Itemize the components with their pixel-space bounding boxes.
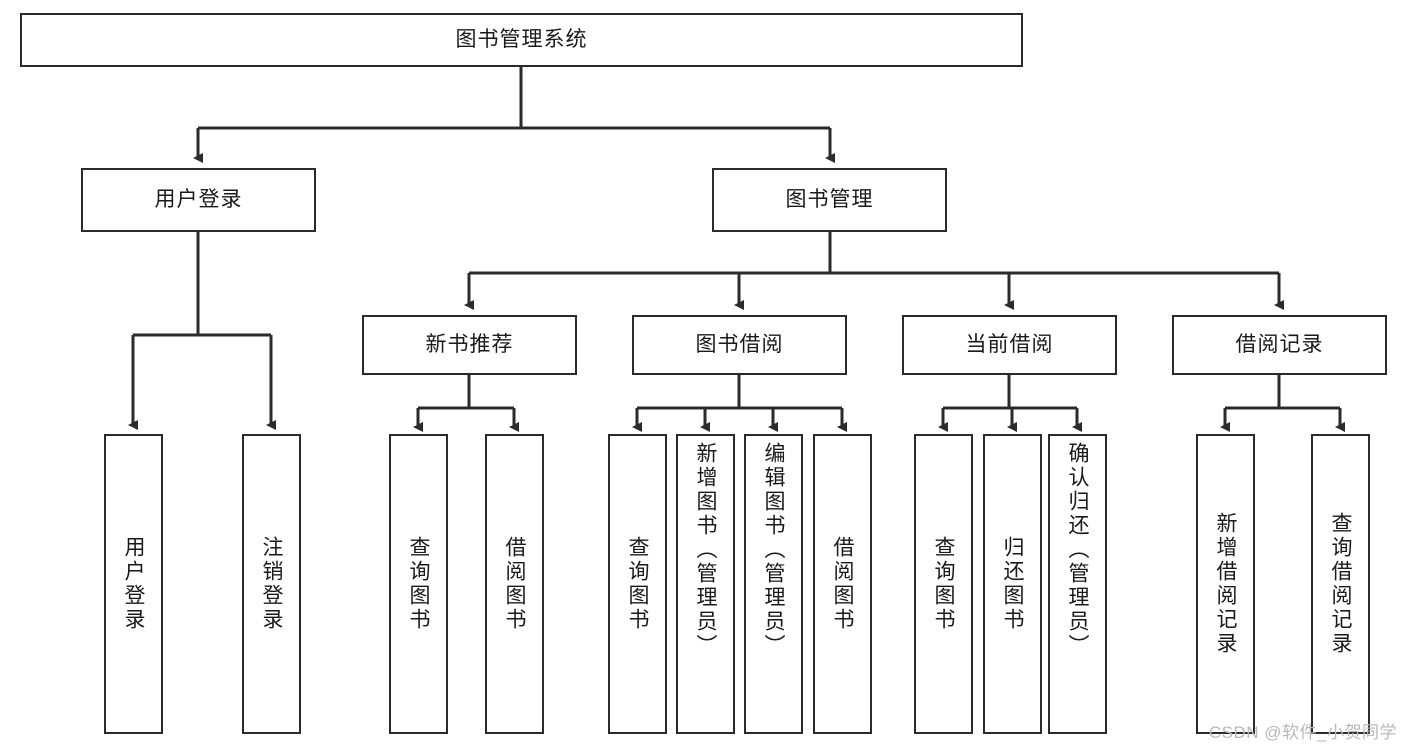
leaf-label: 查询图书 [932,536,955,632]
leaf-new-book-query[interactable]: 查询图书 [389,434,448,734]
leaf-label: 编辑图书（管理员） [762,442,785,658]
leaf-label: 用户登录 [122,536,145,632]
leaf-inner: 新增图书（管理员） [678,436,733,732]
leaf-inner: 查询图书 [610,436,665,732]
leaf-inner: 查询图书 [916,436,971,732]
leaf-inner: 查询借阅记录 [1313,436,1368,732]
leaf-label: 确认归还（管理员） [1066,442,1089,658]
leaf-inner: 编辑图书（管理员） [746,436,801,732]
leaf-inner: 借阅图书 [487,436,542,732]
node-user-login-label: 用户登录 [154,187,243,211]
leaf-borrow-record-query[interactable]: 查询借阅记录 [1311,434,1370,734]
leaf-inner: 确认归还（管理员） [1050,436,1105,732]
leaf-label: 查询图书 [407,536,430,632]
leaf-new-book-borrow[interactable]: 借阅图书 [485,434,544,734]
node-current-borrow[interactable]: 当前借阅 [902,315,1117,375]
leaf-current-borrow-confirm-return[interactable]: 确认归还（管理员） [1048,434,1107,734]
leaf-borrow-record-add[interactable]: 新增借阅记录 [1196,434,1255,734]
node-new-book-recommend[interactable]: 新书推荐 [362,315,577,375]
leaf-inner: 新增借阅记录 [1198,436,1253,732]
leaf-inner: 归还图书 [985,436,1040,732]
leaf-label: 借阅图书 [831,536,854,632]
leaf-inner: 用户登录 [106,436,161,732]
leaf-label: 注销登录 [260,536,283,632]
node-root-label: 图书管理系统 [455,27,588,51]
node-book-management-label: 图书管理 [785,187,874,211]
node-current-borrow-label: 当前借阅 [965,332,1054,356]
leaf-label: 归还图书 [1001,536,1024,632]
leaf-label: 新增借阅记录 [1214,512,1237,656]
node-book-management[interactable]: 图书管理 [712,168,947,232]
node-root[interactable]: 图书管理系统 [20,13,1023,67]
leaf-book-borrow-edit[interactable]: 编辑图书（管理员） [744,434,803,734]
leaf-label: 新增图书（管理员） [694,442,717,658]
leaf-book-borrow-query[interactable]: 查询图书 [608,434,667,734]
node-book-borrow-label: 图书借阅 [695,332,784,356]
node-user-login[interactable]: 用户登录 [81,168,316,232]
node-borrow-record-label: 借阅记录 [1235,332,1324,356]
leaf-user-login-logout[interactable]: 注销登录 [242,434,301,734]
leaf-current-borrow-query[interactable]: 查询图书 [914,434,973,734]
leaf-user-login-login[interactable]: 用户登录 [104,434,163,734]
leaf-inner: 查询图书 [391,436,446,732]
leaf-inner: 借阅图书 [815,436,870,732]
leaf-book-borrow-borrow[interactable]: 借阅图书 [813,434,872,734]
leaf-label: 查询图书 [626,536,649,632]
leaf-current-borrow-return[interactable]: 归还图书 [983,434,1042,734]
node-book-borrow[interactable]: 图书借阅 [632,315,847,375]
leaf-book-borrow-add[interactable]: 新增图书（管理员） [676,434,735,734]
leaf-inner: 注销登录 [244,436,299,732]
node-borrow-record[interactable]: 借阅记录 [1172,315,1387,375]
leaf-label: 借阅图书 [503,536,526,632]
node-new-book-recommend-label: 新书推荐 [425,332,514,356]
leaf-label: 查询借阅记录 [1329,512,1352,656]
